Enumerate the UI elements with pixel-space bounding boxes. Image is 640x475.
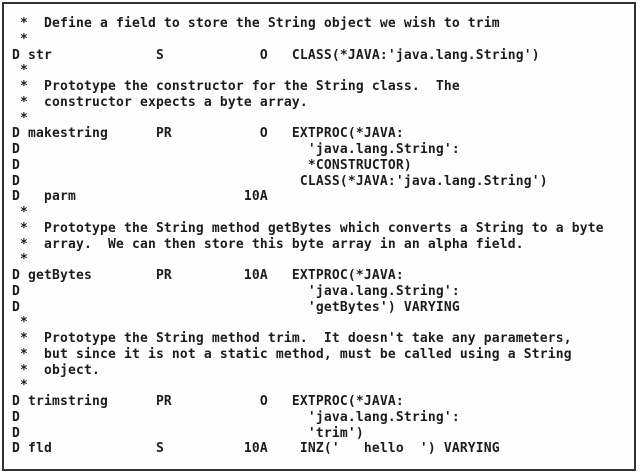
code-line: *	[12, 378, 28, 394]
code-line: * Prototype the constructor for the Stri…	[12, 79, 460, 94]
code-line: D *CONSTRUCTOR)	[12, 157, 412, 173]
code-line: * array. We can then store this byte arr…	[12, 236, 524, 252]
code-line: D 'java.lang.String':	[12, 283, 460, 299]
code-line: D makestring PR O EXTPROC(*JAVA:	[12, 126, 404, 142]
code-line: * Prototype the String method trim. It d…	[12, 331, 572, 346]
code-line: D 'java.lang.String':	[12, 409, 460, 425]
code-line: D 'trim')	[12, 425, 364, 441]
code-line: *	[12, 31, 28, 47]
code-line: D trimstring PR O EXTPROC(*JAVA:	[12, 394, 404, 409]
code-listing: * Define a field to store the String obj…	[4, 4, 634, 457]
code-line: * constructor expects a byte array.	[12, 94, 308, 110]
code-line: * object.	[12, 362, 100, 378]
code-line: D 'getBytes') VARYING	[12, 299, 460, 315]
code-line: D 'java.lang.String':	[12, 142, 460, 157]
code-line: D fld S 10A INZ(' hello ') VARYING	[12, 441, 500, 457]
code-line: *	[12, 63, 28, 79]
code-line: *	[12, 315, 28, 331]
code-line: D str S O CLASS(*JAVA:'java.lang.String'…	[12, 47, 540, 63]
code-line: * Prototype the String method getBytes w…	[12, 220, 604, 236]
code-line: D parm 10A	[12, 189, 268, 205]
code-line: D getBytes PR 10A EXTPROC(*JAVA:	[12, 268, 404, 283]
code-line: * but since it is not a static method, m…	[12, 346, 572, 362]
code-line: *	[12, 252, 28, 268]
code-box: * Define a field to store the String obj…	[2, 2, 636, 471]
code-line: * Define a field to store the String obj…	[12, 16, 500, 31]
code-line: *	[12, 205, 28, 220]
code-line: *	[12, 110, 28, 126]
code-line: D CLASS(*JAVA:'java.lang.String')	[12, 173, 548, 189]
